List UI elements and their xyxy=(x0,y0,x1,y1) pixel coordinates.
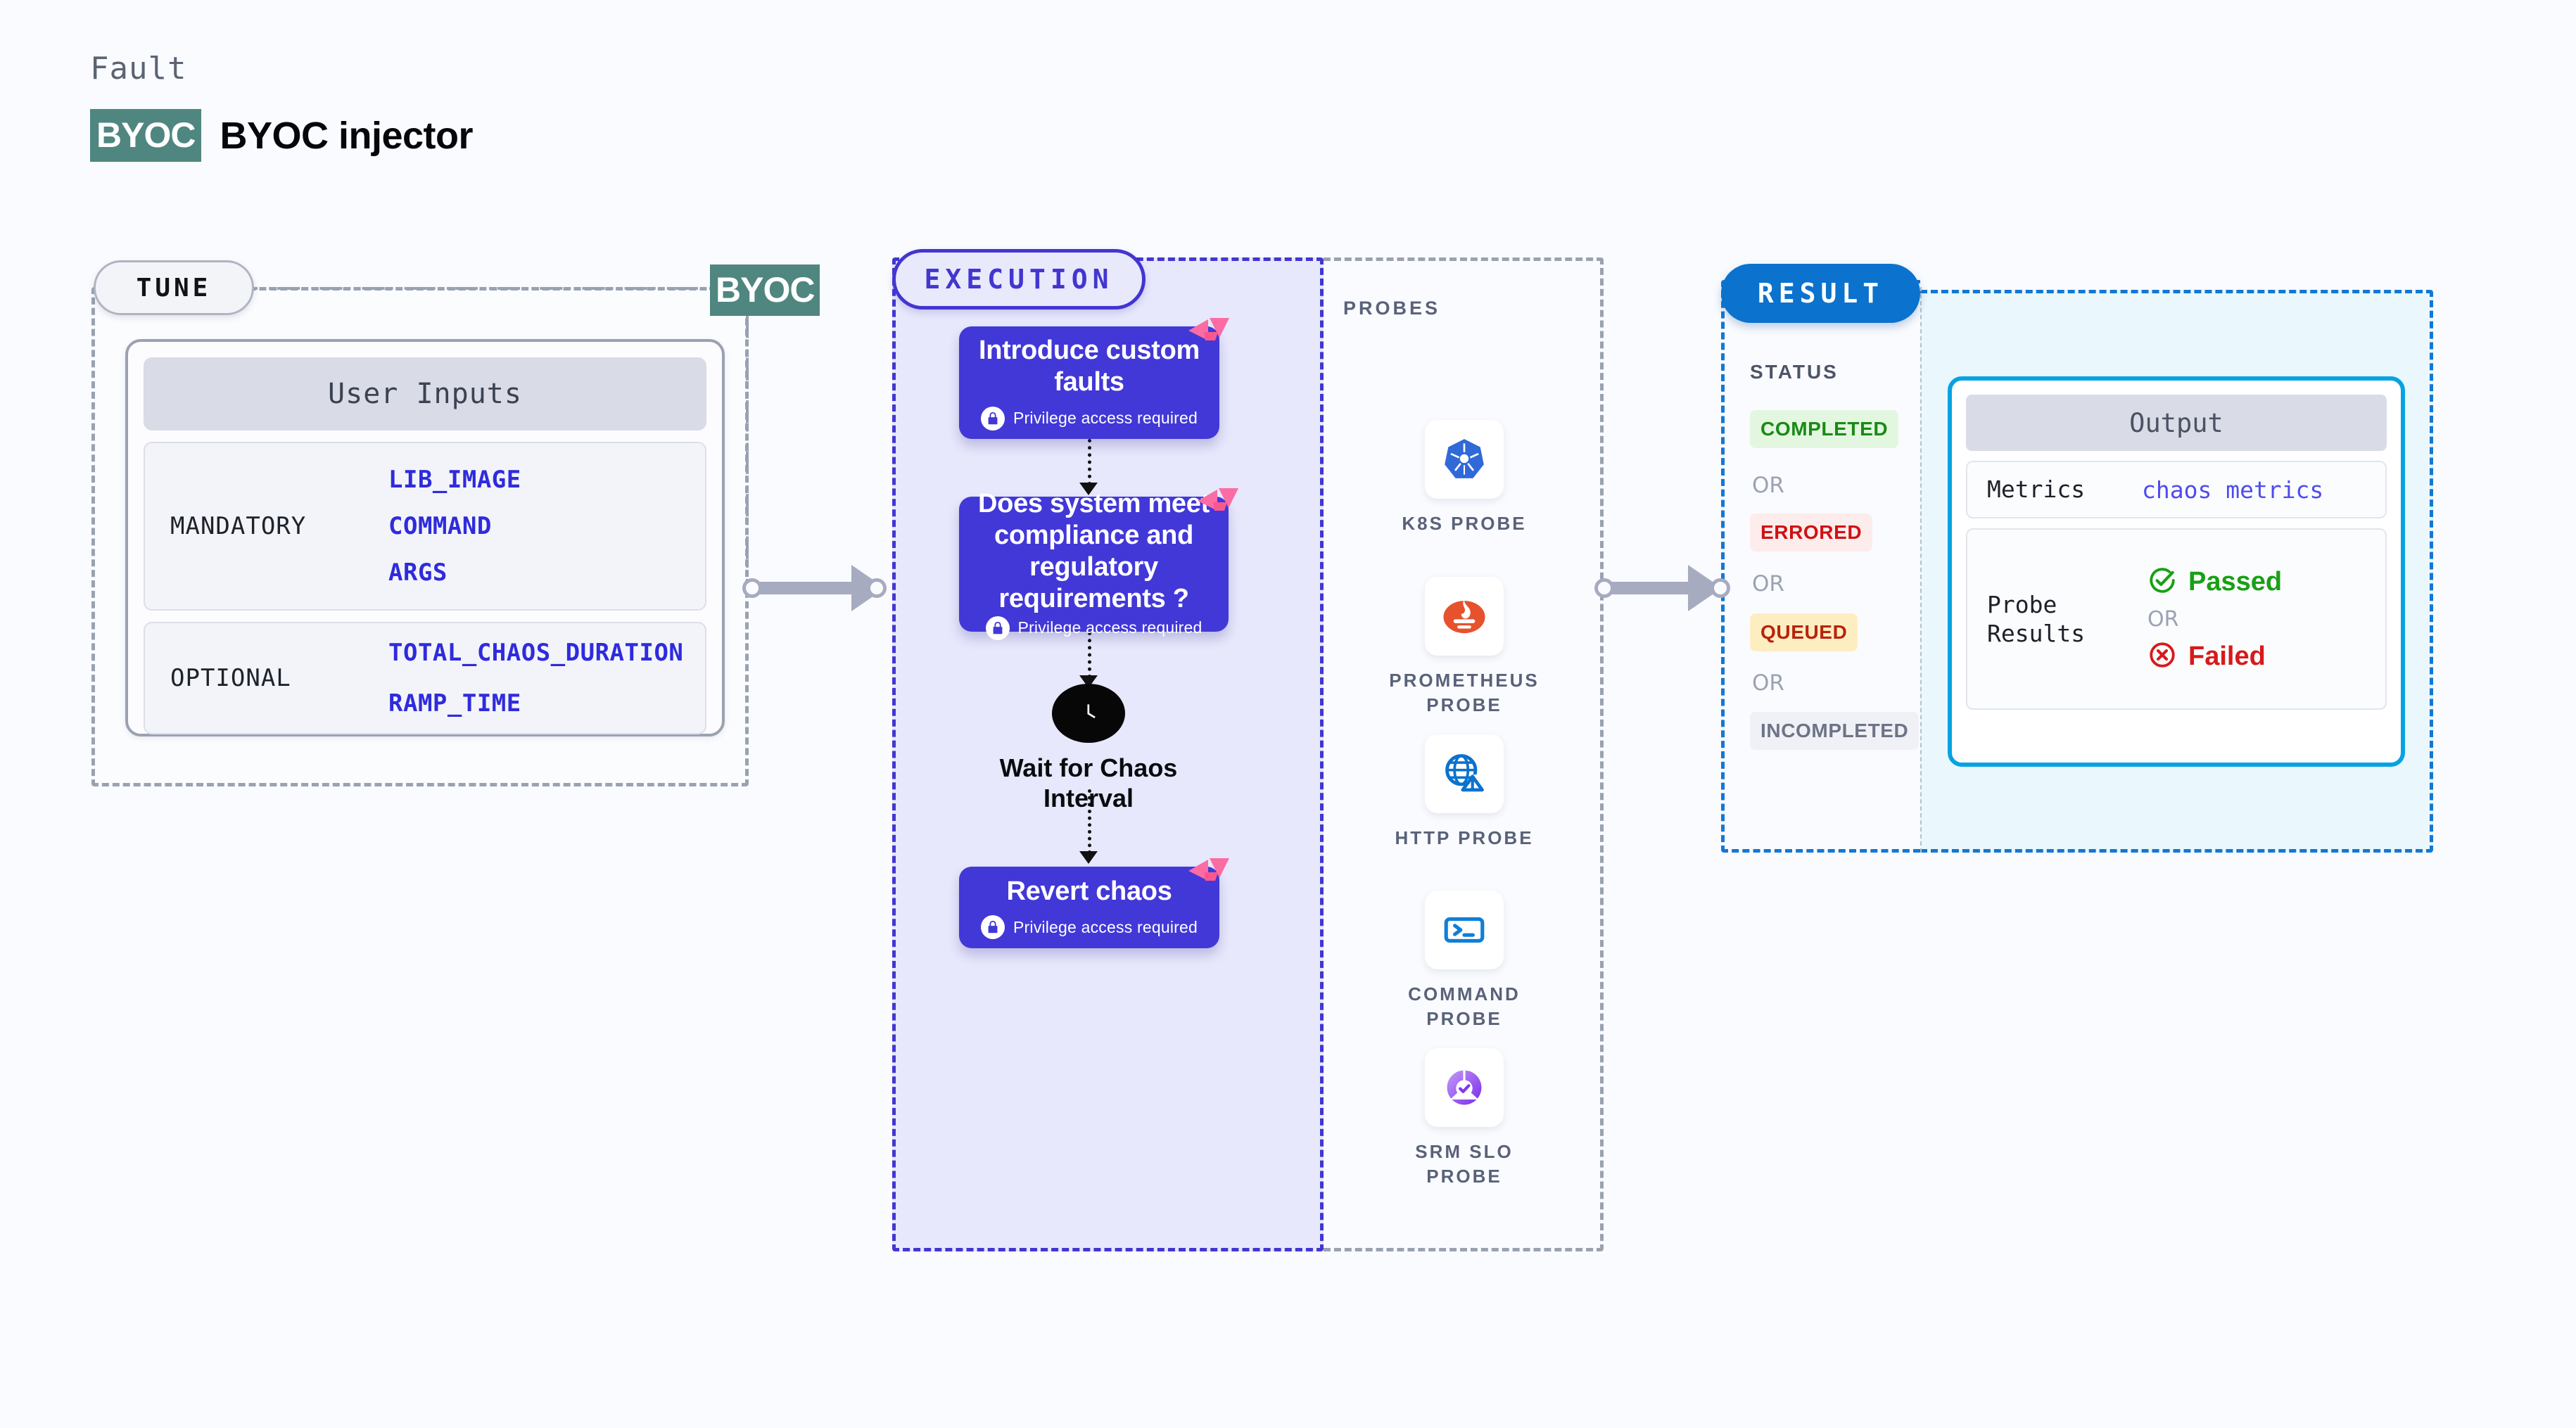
probe-results-values: Passed OR Failed xyxy=(2147,566,2282,673)
probe-result-or: OR xyxy=(2147,606,2179,632)
privilege-note: Privilege access required xyxy=(985,616,1203,640)
metrics-key: Metrics xyxy=(1987,476,2086,504)
param-ramp-time[interactable]: RAMP_TIME xyxy=(388,689,521,718)
output-row-metrics: Metrics chaos metrics xyxy=(1966,461,2387,518)
litmus-glyph-icon xyxy=(1198,488,1238,511)
probe-label: COMMAND PROBE xyxy=(1408,983,1521,1030)
arrow-start-dot xyxy=(742,578,762,598)
arrow-end-dot xyxy=(867,578,887,598)
clock-icon xyxy=(1052,684,1125,743)
status-or-2: OR xyxy=(1752,571,1784,597)
tune-connector-line xyxy=(252,287,715,290)
probe-result-failed: Failed xyxy=(2147,640,2282,673)
status-title: STATUS xyxy=(1750,361,1839,383)
flow-connector-1 xyxy=(1088,439,1091,485)
probe-item-srm-slo[interactable]: SRM SLO PROBE xyxy=(1380,1048,1549,1189)
flow-connector-2 xyxy=(1088,632,1091,678)
kubernetes-icon xyxy=(1425,420,1504,499)
tune-pill[interactable]: TUNE xyxy=(94,260,254,315)
terminal-icon xyxy=(1425,891,1504,969)
node-title: Revert chaos xyxy=(1006,876,1172,906)
page-eyebrow: Fault xyxy=(90,51,187,87)
lock-icon xyxy=(981,915,1005,940)
flow-connector-3 xyxy=(1088,789,1091,854)
tune-to-execution-arrow xyxy=(742,565,887,611)
status-badge-incompleted: INCOMPLETED xyxy=(1750,712,1920,750)
litmus-glyph-icon xyxy=(1188,858,1229,881)
wait-node-label: Wait for Chaos Interval xyxy=(999,753,1178,813)
param-args[interactable]: ARGS xyxy=(388,559,448,587)
node-title: Does system meet compliance and regulato… xyxy=(978,489,1210,613)
optional-values: TOTAL_CHAOS_DURATION RAMP_TIME xyxy=(388,639,683,718)
param-command[interactable]: COMMAND xyxy=(388,512,492,540)
param-lib-image[interactable]: LIB_IMAGE xyxy=(388,466,521,494)
wait-for-chaos-interval-node[interactable]: Wait for Chaos Interval xyxy=(1000,684,1177,813)
optional-section: OPTIONAL TOTAL_CHAOS_DURATION RAMP_TIME xyxy=(144,622,706,734)
srm-slo-icon xyxy=(1425,1048,1504,1127)
arrow-end-dot xyxy=(1711,578,1730,598)
mandatory-label: MANDATORY xyxy=(170,512,307,540)
probe-item-prometheus[interactable]: PROMETHEUS PROBE xyxy=(1380,577,1549,718)
execution-pill[interactable]: EXECUTION xyxy=(892,249,1146,310)
optional-label: OPTIONAL xyxy=(170,664,291,692)
privilege-note: Privilege access required xyxy=(981,406,1198,431)
lock-icon xyxy=(985,616,1010,640)
probe-label: K8S PROBE xyxy=(1402,513,1527,534)
http-globe-icon xyxy=(1425,734,1504,813)
x-circle-icon xyxy=(2147,640,2177,673)
byoc-vertical-line xyxy=(746,298,749,585)
mandatory-values: LIB_IMAGE COMMAND ARGS xyxy=(388,466,521,587)
privilege-note: Privilege access required xyxy=(981,915,1198,940)
user-inputs-title: User Inputs xyxy=(144,357,706,431)
arrow-shaft xyxy=(760,582,856,594)
status-or-3: OR xyxy=(1752,670,1784,696)
execution-node-compliance-check[interactable]: Does system meet compliance and regulato… xyxy=(959,488,1238,640)
flow-arrow-3-icon xyxy=(1079,851,1098,864)
privilege-text: Privilege access required xyxy=(1017,618,1203,637)
privilege-text: Privilege access required xyxy=(1013,917,1198,936)
arrow-start-dot xyxy=(1594,578,1614,598)
status-badge-queued: QUEUED xyxy=(1750,613,1858,651)
passed-label: Passed xyxy=(2188,566,2283,597)
probe-item-k8s[interactable]: K8S PROBE xyxy=(1380,420,1549,536)
result-pill[interactable]: RESULT xyxy=(1721,264,1920,323)
lock-icon xyxy=(981,406,1005,431)
status-badge-completed: COMPLETED xyxy=(1750,410,1899,448)
probe-results-key: Probe Results xyxy=(1987,590,2086,647)
status-region xyxy=(1721,280,1920,853)
flow-arrow-1-icon xyxy=(1079,483,1098,495)
probes-title: PROBES xyxy=(1343,298,1441,319)
status-badge-errored: ERRORED xyxy=(1750,514,1873,552)
prometheus-icon xyxy=(1425,577,1504,656)
probe-label: HTTP PROBE xyxy=(1395,827,1534,848)
page-title-row: BYOC BYOC injector xyxy=(90,109,474,162)
page-title: BYOC injector xyxy=(220,114,474,157)
status-output-divider xyxy=(1920,287,1922,853)
output-card: Output Metrics chaos metrics Probe Resul… xyxy=(1948,376,2405,767)
execution-to-result-arrow xyxy=(1594,565,1730,611)
metrics-value-link[interactable]: chaos metrics xyxy=(2142,476,2324,504)
byoc-badge: BYOC xyxy=(90,109,202,162)
probe-label: SRM SLO PROBE xyxy=(1415,1141,1514,1187)
probe-label: PROMETHEUS PROBE xyxy=(1389,670,1540,716)
execution-node-introduce-faults[interactable]: Introduce custom faults Privilege access… xyxy=(959,318,1229,439)
mandatory-section: MANDATORY LIB_IMAGE COMMAND ARGS xyxy=(144,442,706,611)
check-circle-icon xyxy=(2147,566,2177,599)
user-inputs-card: User Inputs MANDATORY LIB_IMAGE COMMAND … xyxy=(125,339,725,737)
privilege-text: Privilege access required xyxy=(1013,409,1198,428)
failed-label: Failed xyxy=(2188,641,2266,671)
byoc-connector-badge: BYOC xyxy=(710,264,820,316)
status-or-1: OR xyxy=(1752,473,1784,498)
output-title: Output xyxy=(1966,395,2387,451)
node-title: Introduce custom faults xyxy=(978,336,1200,397)
output-row-probe-results: Probe Results Passed OR xyxy=(1966,528,2387,710)
litmus-glyph-icon xyxy=(1188,318,1229,340)
param-total-chaos-duration[interactable]: TOTAL_CHAOS_DURATION xyxy=(388,639,684,667)
execution-node-revert-chaos[interactable]: Revert chaos Privilege access required xyxy=(959,858,1229,948)
probe-item-command[interactable]: COMMAND PROBE xyxy=(1380,891,1549,1031)
probe-item-http[interactable]: HTTP PROBE xyxy=(1380,734,1549,850)
probe-result-passed: Passed xyxy=(2147,566,2282,599)
